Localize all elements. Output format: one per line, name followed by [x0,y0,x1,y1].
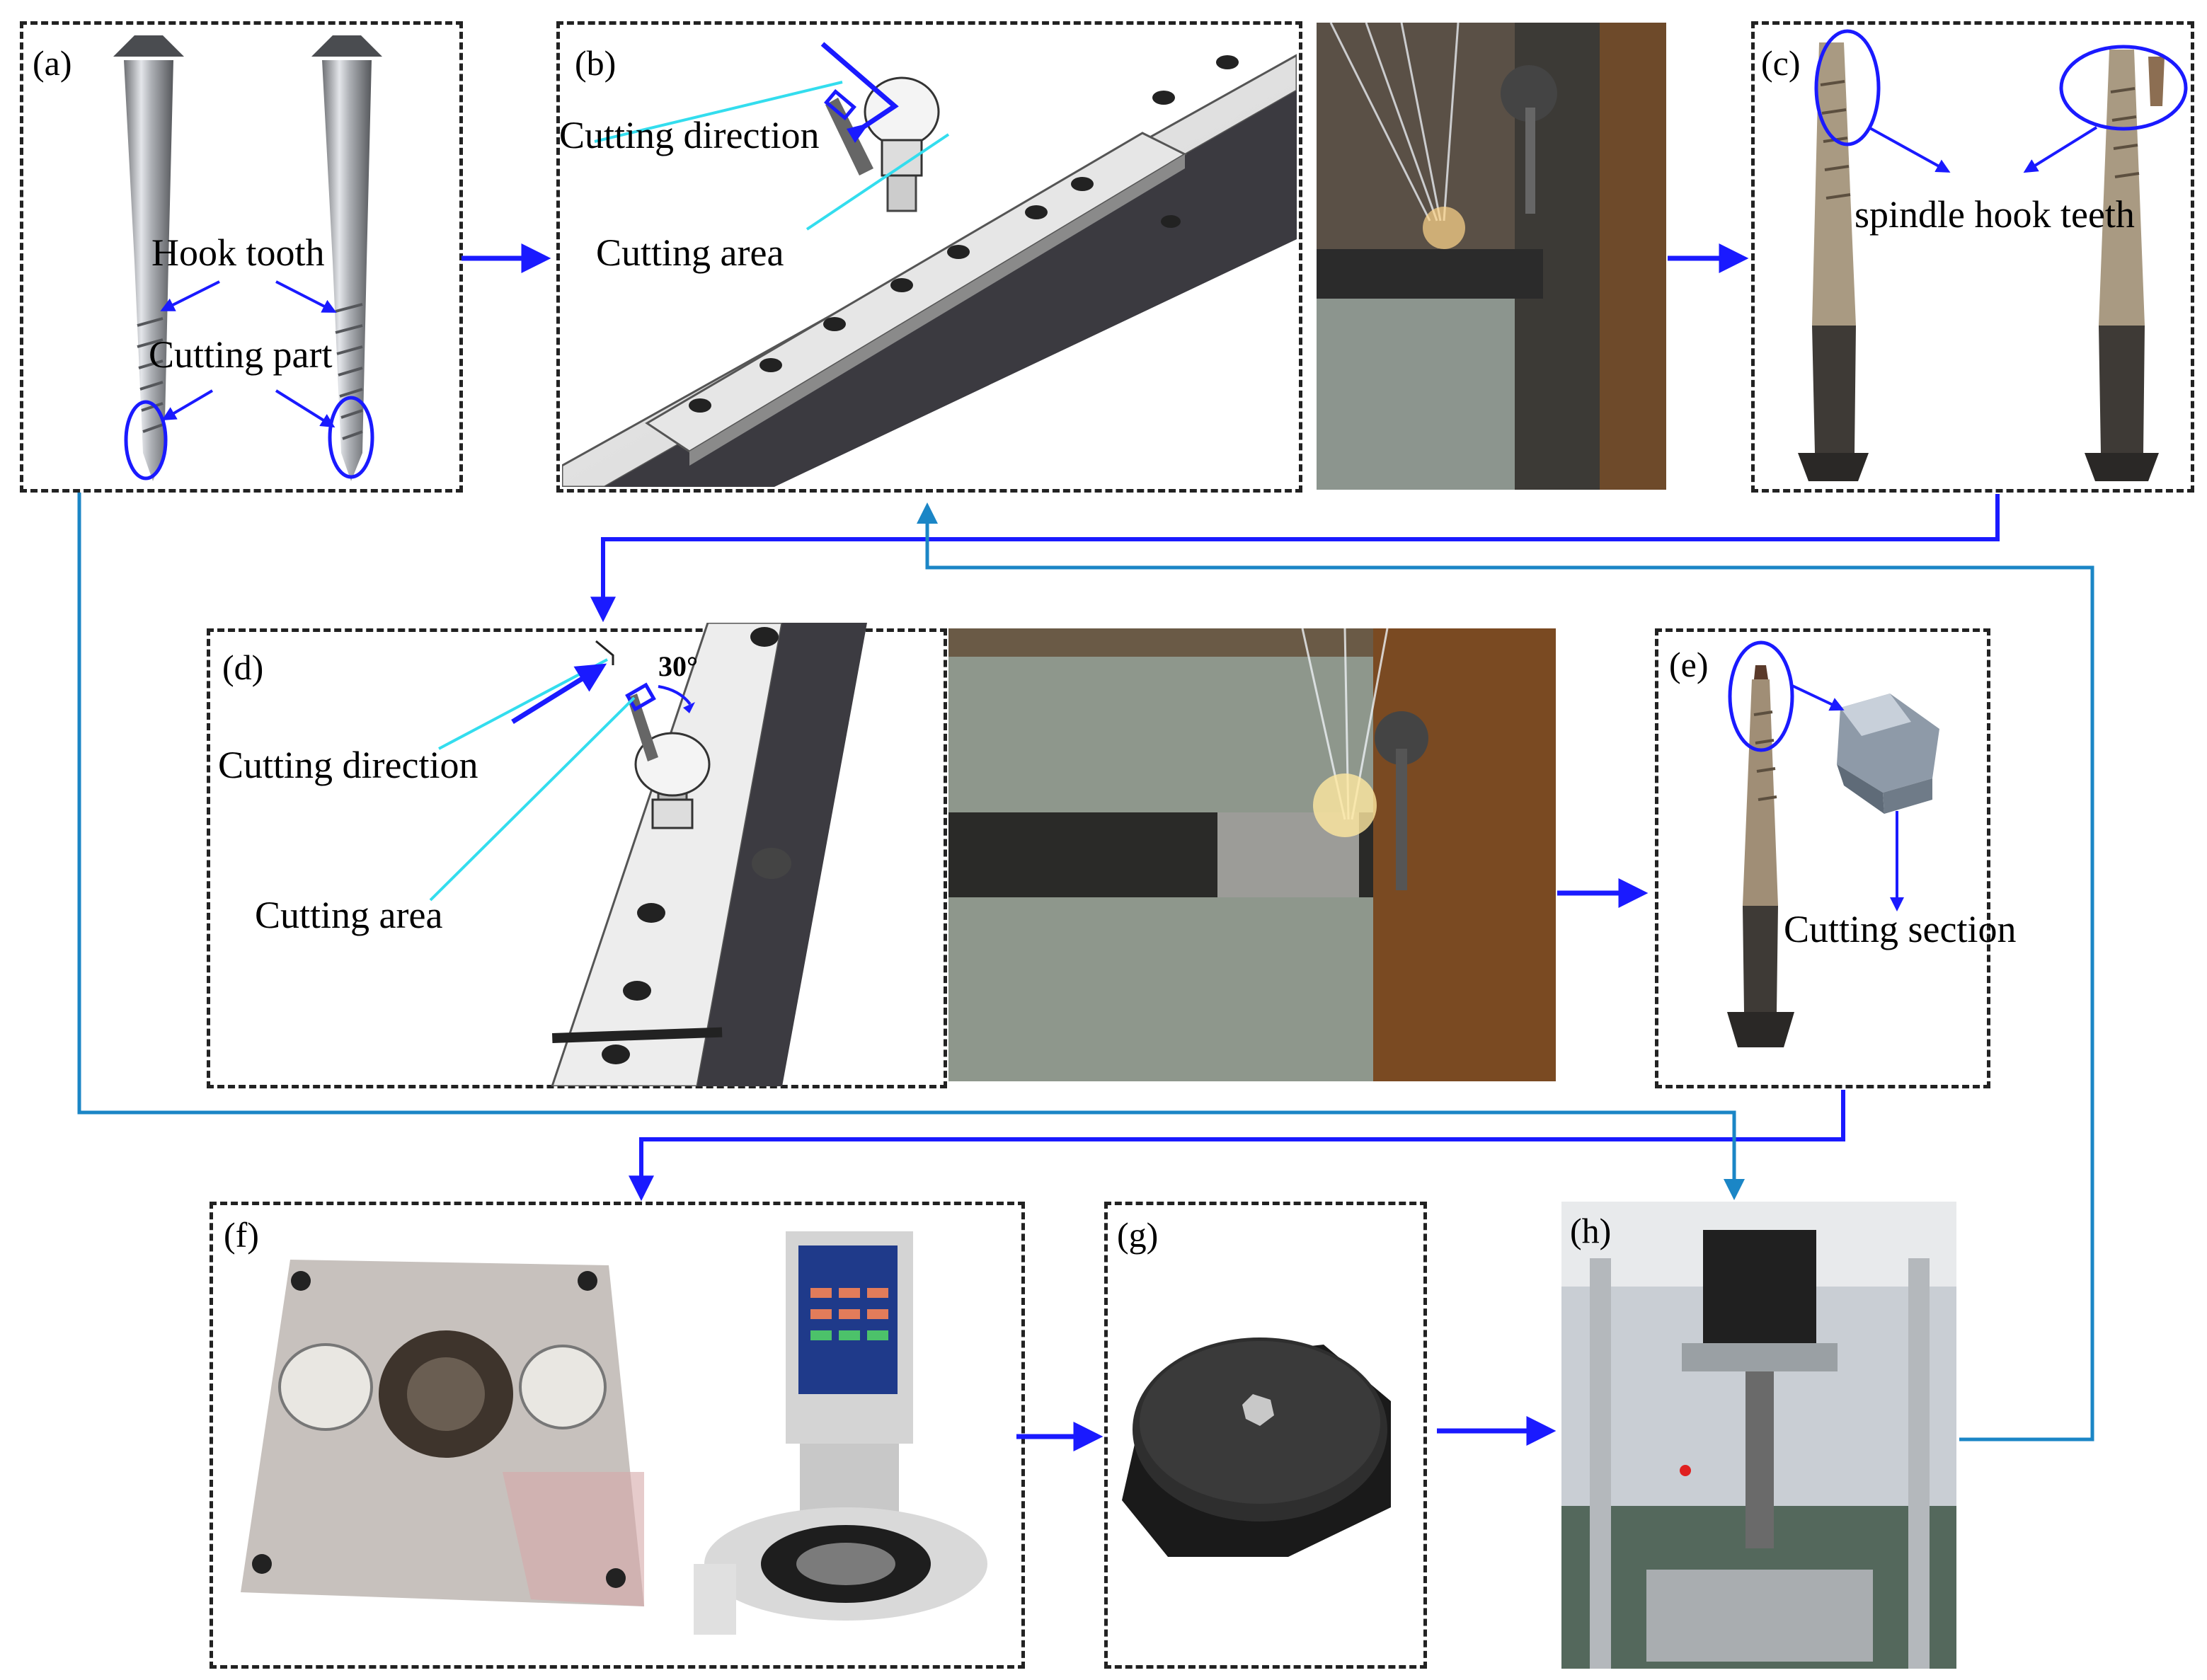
spindle-hook-teeth-label: spindle hook teeth [1855,193,2135,236]
panel-e-box [1655,628,1990,1088]
cutting-direction-label-b: Cutting direction [559,114,820,156]
feedback-h-to-b [917,502,2094,1442]
fixture-render-b-image [562,54,1297,487]
panel-g-label: (g) [1117,1215,1159,1255]
panel-f-label: (f) [224,1215,259,1255]
cutting-section-model [1837,694,1939,814]
fixture-render-d-image [551,623,867,1086]
panel-c-box [1751,21,2194,493]
panel-d-box [207,628,947,1088]
mounting-plate-photo [241,1260,644,1606]
cutting-part-ellipse-left [124,400,168,481]
spindle-render-image [113,35,382,481]
cutting-part-ellipse-right [328,396,374,479]
cutting-direction-arrow-d [511,663,607,724]
panel-b-label: (b) [575,43,617,83]
hardness-tester-photo-h [1561,1202,1956,1669]
panel-g-box [1104,1202,1427,1669]
hook-tooth-label: Hook tooth [151,231,325,274]
feedback-a-to-h [77,493,1745,1200]
wire-cut-photo-top [1317,23,1666,490]
panel-c-label: (c) [1761,43,1801,83]
grinding-machine-photo [694,1231,998,1635]
hook-teeth-ellipse-right [2059,45,2188,131]
cutting-area-label-b: Cutting area [596,231,784,274]
connector-c-to-d [590,494,2000,623]
cutting-part-label: Cutting part [149,333,333,376]
panel-a-label: (a) [33,43,72,83]
spindles-photo-c [1798,42,2165,481]
wire-cut-photo-middle [948,628,1556,1081]
panel-a-box [20,21,463,493]
polished-sample-photo [1122,1337,1391,1557]
cut-spindle-photo-e [1727,665,1939,1047]
cut-tip-ellipse [1728,640,1794,752]
hook-teeth-ellipse-left [1814,29,1881,146]
panel-h-label: (h) [1570,1211,1612,1250]
angle-30-label: 30° [658,650,698,682]
cutting-area-label-d: Cutting area [255,894,443,936]
cutting-direction-arrow-b [820,42,899,137]
cutting-section-label: Cutting section [1784,908,2017,950]
cutting-direction-label-d: Cutting direction [218,744,478,786]
connector-e-to-f [629,1090,1845,1202]
panel-d-label: (d) [222,648,264,687]
panel-b-box [556,21,1302,493]
panel-e-label: (e) [1669,645,1709,684]
